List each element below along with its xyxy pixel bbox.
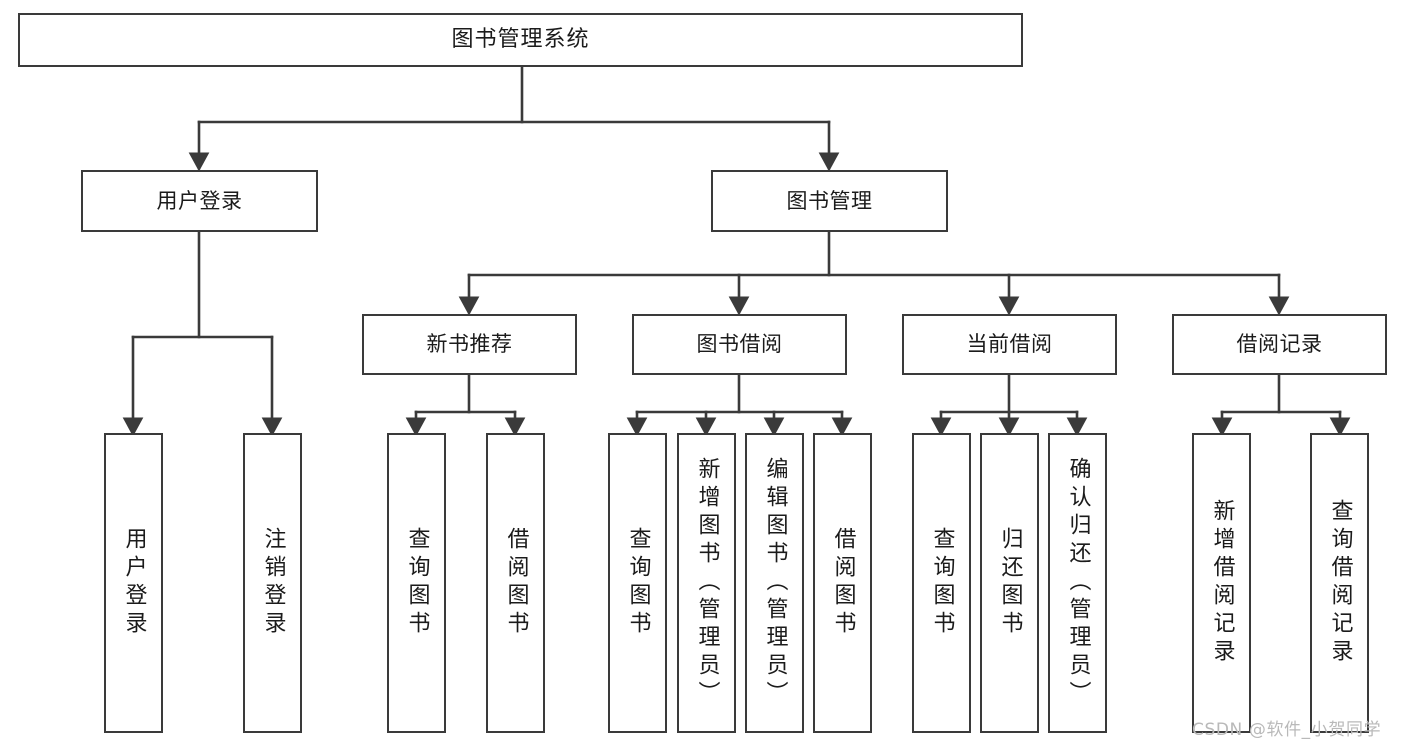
node-label: 查询借阅记录 [1327, 499, 1353, 667]
node-label: 注销登录 [260, 527, 286, 639]
node-new-book-recommend[interactable]: 新书推荐 [362, 314, 577, 375]
leaf-current-borrow-2[interactable]: 归还图书 [980, 433, 1039, 733]
node-current-borrow[interactable]: 当前借阅 [902, 314, 1117, 375]
node-book-borrow[interactable]: 图书借阅 [632, 314, 847, 375]
leaf-book-borrow-2[interactable]: 新增图书（管理员） [677, 433, 736, 733]
node-label: 图书管理系统 [451, 27, 590, 53]
node-label: 编辑图书（管理员） [762, 457, 788, 709]
node-label: 图书借阅 [696, 332, 783, 357]
leaf-current-borrow-3[interactable]: 确认归还（管理员） [1048, 433, 1107, 733]
node-label: 查询图书 [625, 527, 651, 639]
leaf-new-book-2[interactable]: 借阅图书 [486, 433, 545, 733]
node-label: 查询图书 [404, 527, 430, 639]
leaf-borrow-record-2[interactable]: 查询借阅记录 [1310, 433, 1369, 733]
node-label: 用户登录 [156, 188, 243, 213]
node-label: 新增图书（管理员） [694, 457, 720, 709]
leaf-current-borrow-1[interactable]: 查询图书 [912, 433, 971, 733]
node-label: 当前借阅 [966, 332, 1053, 357]
node-user-login[interactable]: 用户登录 [81, 170, 318, 232]
leaf-user-login-1[interactable]: 用户登录 [104, 433, 163, 733]
leaf-borrow-record-1[interactable]: 新增借阅记录 [1192, 433, 1251, 733]
node-label: 用户登录 [121, 527, 147, 639]
node-label: 新书推荐 [426, 332, 513, 357]
node-book-management[interactable]: 图书管理 [711, 170, 948, 232]
leaf-new-book-1[interactable]: 查询图书 [387, 433, 446, 733]
node-label: 借阅图书 [503, 527, 529, 639]
node-label: 新增借阅记录 [1209, 499, 1235, 667]
leaf-user-login-2[interactable]: 注销登录 [243, 433, 302, 733]
leaf-book-borrow-3[interactable]: 编辑图书（管理员） [745, 433, 804, 733]
leaf-book-borrow-4[interactable]: 借阅图书 [813, 433, 872, 733]
csdn-watermark: CSDN @软件_小贺同学 [1192, 720, 1382, 740]
node-borrow-record[interactable]: 借阅记录 [1172, 314, 1387, 375]
node-label: 图书管理 [786, 188, 873, 213]
node-label: 归还图书 [997, 527, 1023, 639]
leaf-book-borrow-1[interactable]: 查询图书 [608, 433, 667, 733]
node-label: 查询图书 [929, 527, 955, 639]
node-label: 确认归还（管理员） [1065, 457, 1091, 709]
node-label: 借阅图书 [830, 527, 856, 639]
node-root-system[interactable]: 图书管理系统 [18, 13, 1023, 67]
node-label: 借阅记录 [1236, 332, 1323, 357]
